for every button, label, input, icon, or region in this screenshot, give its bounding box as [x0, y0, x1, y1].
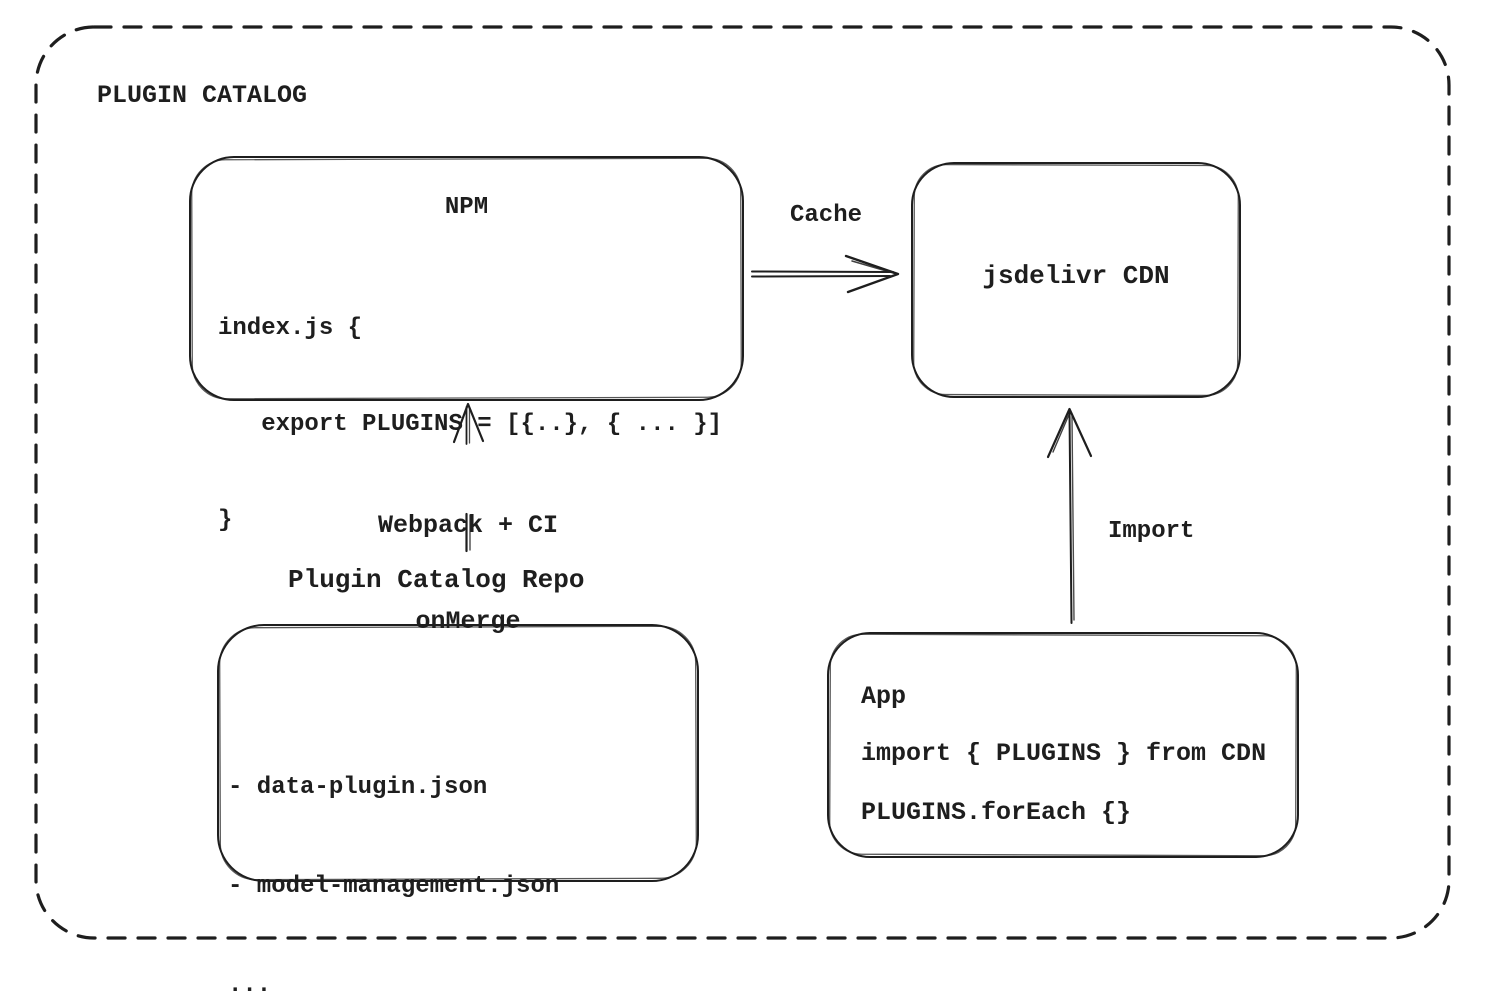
repo-file-item: - data-plugin.json [228, 774, 488, 801]
npm-code-line: } [218, 507, 233, 534]
repo-file-list: - data-plugin.json - model-management.js… [228, 705, 559, 1002]
repo-file-item: - model-management.json [228, 873, 560, 900]
build-edge-label-line: Webpack + CI [377, 511, 559, 540]
cdn-node-title: jsdelivr CDN [982, 261, 1170, 291]
diagram-title: PLUGIN CATALOG [97, 81, 308, 110]
app-box [827, 632, 1299, 858]
npm-code-block: index.js { export PLUGINS = [{..}, { ...… [218, 249, 722, 601]
app-node-title: App [861, 682, 907, 711]
repo-file-item: ... [228, 972, 272, 999]
cdn-box [911, 162, 1241, 398]
cache-edge-label: Cache [789, 202, 862, 229]
app-code-line: PLUGINS.forEach {} [861, 798, 1132, 827]
build-arrow [452, 402, 485, 553]
npm-code-line: index.js { [218, 315, 363, 342]
repo-box [217, 624, 699, 882]
repo-node-title: Plugin Catalog Repo [288, 565, 585, 595]
npm-code-line: export PLUGINS = [{..}, { ... }] [218, 411, 723, 438]
build-edge-label: Webpack + CI onMerge [338, 446, 598, 702]
import-arrow [1046, 407, 1093, 624]
npm-node-title: NPM [444, 194, 489, 221]
npm-box [189, 156, 744, 401]
plugin-catalog-frame [34, 25, 1451, 940]
build-edge-label-line: onMerge [415, 607, 521, 636]
import-edge-label: Import [1108, 518, 1195, 545]
cache-arrow [751, 254, 900, 294]
app-code-line: import { PLUGINS } from CDN [861, 739, 1267, 768]
